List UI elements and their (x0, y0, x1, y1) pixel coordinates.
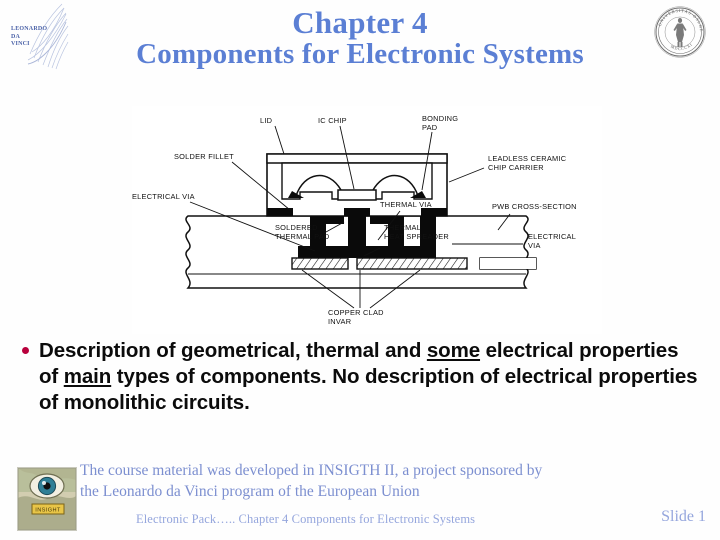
diagram-label-thermal-via: THERMAL VIA (380, 200, 432, 209)
diagram-label-bonding-pad-line1: BONDING (422, 114, 458, 123)
page-title-line1: Chapter 4 (292, 5, 428, 40)
leonardo-logo-line1: LEONARDO (11, 26, 48, 32)
bullet-segment-2: electrical properties of (39, 339, 679, 389)
diagram-label-solder-fillet: SOLDER FILLET (174, 152, 234, 161)
insight-eye-icon: INSIGHT (18, 468, 76, 530)
insight-eye-logo: INSIGHT (17, 467, 77, 531)
leonardo-wing-icon (27, 3, 69, 70)
credit-line1: The course material was developed in INS… (80, 462, 543, 479)
diagram-label-leadless-ceramic-line1: LEADLESS CERAMIC (488, 154, 567, 163)
diagram-label-copper-clad-line2: INVAR (328, 317, 351, 326)
diagram-label-leadless-ceramic-line2: CHIP CARRIER (488, 163, 544, 172)
leonardo-logo-line3: VINCI (11, 41, 30, 47)
diagram-label-electrical-via-right-line2: VIA (528, 241, 541, 250)
bullet-underline-main: main (63, 365, 112, 389)
footer-breadcrumb: Electronic Pack….. Chapter 4 Components … (136, 512, 476, 526)
package-cross-section-svg: LID IC CHIP BONDING PAD SOLDER FILLET EL… (132, 106, 602, 334)
leonardo-da-vinci-logo: LEONARDO DA VINCI (8, 2, 70, 74)
bullet-marker-icon (22, 347, 29, 354)
diagram-label-electrical-via-right-line1: ELECTRICAL (528, 232, 576, 241)
diagram-label-soldered-pad-line2: THERMAL PAD (275, 232, 330, 241)
diagram-label-heat-spreader-line2: HEAT SPREADER (384, 232, 449, 241)
diagram-label-ic-chip: IC CHIP (318, 116, 347, 125)
leadless-ceramic-chip-carrier-cross-section: LID IC CHIP BONDING PAD SOLDER FILLET EL… (132, 106, 602, 334)
diagram-label-electrical-via-left: ELECTRICAL VIA (132, 192, 195, 201)
credit-line2: the Leonardo da Vinci program of the Eur… (80, 483, 420, 501)
diagram-label-heat-spreader-line1: THERMAL (384, 223, 421, 232)
university-seal-icon: UNIVERSITAS OSLOENSIS MDCCCXI (650, 0, 706, 58)
bullet-underline-some: some (426, 339, 481, 362)
bullet-segment-1: Description of geometrical, thermal and (39, 339, 427, 362)
leonardo-logo-line2: DA (11, 33, 21, 40)
credit-note: The course material was developed in INS… (80, 460, 700, 503)
diagram-label-pwb-cross-section: PWB CROSS-SECTION (492, 202, 577, 211)
page-title-line2: Components for Electronic Systems (136, 38, 584, 71)
diagram-label-lid: LID (260, 116, 272, 125)
page-title: Chapter 4 Components for Electronic Syst… (90, 6, 630, 71)
list-item: Description of geometrical, thermal and … (22, 338, 702, 417)
diagram-label-bonding-pad-line2: PAD (422, 123, 437, 132)
university-of-oslo-seal: UNIVERSITAS OSLOENSIS MDCCCXI (650, 0, 708, 60)
slide-number: Slide 1 (661, 508, 706, 525)
bullet-text: Description of geometrical, thermal and … (39, 338, 702, 417)
insight-logo-label: INSIGHT (35, 508, 61, 514)
bullet-segment-3: types of components. No description of e… (39, 365, 698, 415)
body-content: Description of geometrical, thermal and … (22, 338, 702, 417)
diagram-label-copper-clad-line1: COPPER CLAD (328, 308, 384, 317)
leonardo-logo-text: LEONARDO DA VINCI (11, 26, 47, 49)
diagram-label-soldered-pad-line1: SOLDERED (275, 223, 318, 232)
